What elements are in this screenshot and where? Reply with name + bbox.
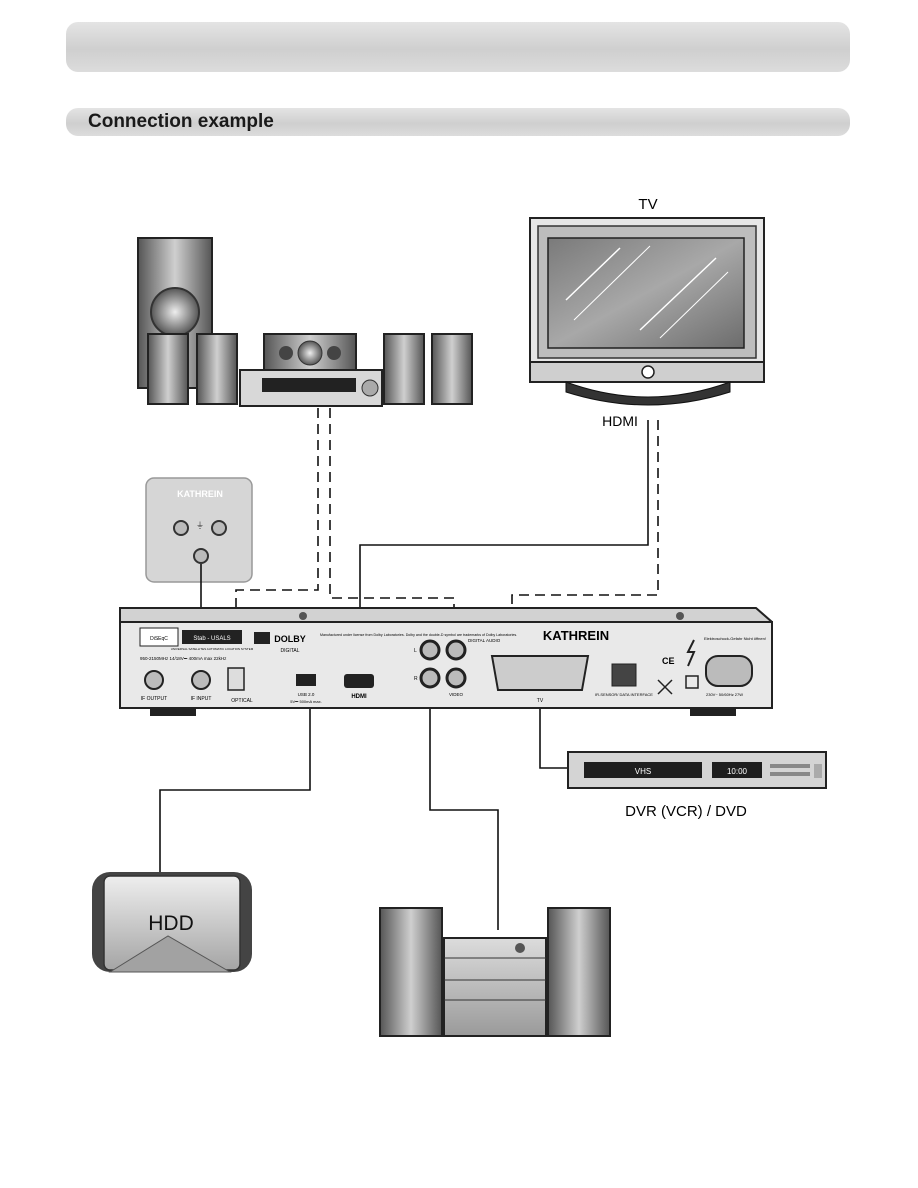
satellite-receiver <box>119 607 773 716</box>
hdd <box>92 872 252 973</box>
stereo-system <box>379 907 611 1037</box>
lightning-icon <box>686 639 696 667</box>
subwoofer-cone <box>150 287 200 337</box>
dvr-vcr-dvd <box>567 751 827 789</box>
digital-audio-port <box>445 639 467 661</box>
warning-label: Elektroschock-Gefahr Nicht öffnen! <box>704 636 766 641</box>
home-cinema-system <box>137 237 473 407</box>
audio-r-port <box>419 667 441 689</box>
usals-badge <box>182 630 242 644</box>
video-port <box>445 667 467 689</box>
video-label: VIDEO <box>449 692 464 697</box>
scart-vcr-cable <box>539 700 568 769</box>
optical-label: OPTICAL <box>231 698 253 704</box>
scart-port <box>490 655 590 691</box>
dvr-label: DVR (VCR) / DVD <box>625 803 747 820</box>
speaker-left-rear <box>196 333 238 405</box>
diseqc-text: DiSEqC <box>150 636 168 642</box>
stereo-speaker-right <box>547 907 611 1037</box>
if-output-label: IF OUTPUT <box>141 696 167 702</box>
audio-l-port <box>419 639 441 661</box>
usb-label: USB 2.0 <box>298 692 315 697</box>
audio-l-label: L <box>414 648 417 654</box>
hdmi-label: HDMI <box>602 413 638 429</box>
tv-screen <box>547 237 745 349</box>
dolby-logo <box>254 632 270 644</box>
tv-stand <box>565 381 731 406</box>
wall-socket-brand: KATHREIN <box>177 489 223 499</box>
power-socket <box>705 655 753 687</box>
usb-cable <box>159 692 311 872</box>
digital-audio-label: DIGITAL AUDIO <box>468 638 501 643</box>
header-bar <box>66 22 850 72</box>
hdmi-port <box>344 674 374 688</box>
power-label: 230V~ 50/60Hz 27W <box>706 692 743 697</box>
section-title: Connection example <box>88 111 274 132</box>
usals-text: Stab - USALS <box>193 636 230 642</box>
double-insulation-icon <box>685 675 699 689</box>
optical-port <box>227 667 245 691</box>
dolby-note: Manufactured under license from Dolby La… <box>320 633 517 637</box>
scart-tv-cable <box>511 420 659 656</box>
audio-cable <box>429 668 499 930</box>
usb-port <box>296 674 316 686</box>
tv-label: TV <box>638 196 657 213</box>
if-spec: 950-2150MHz 14/18V⎓ 400mA max 22kHz <box>140 656 227 661</box>
diseqc-logo <box>139 627 179 647</box>
if-output-port <box>144 670 164 690</box>
dolby-text: DOLBY <box>274 634 306 644</box>
vhs-text: VHS <box>635 767 651 776</box>
svg-text:⏚: ⏚ <box>196 521 204 530</box>
section-bar <box>66 108 850 136</box>
power-icon <box>641 365 655 379</box>
clock-display <box>712 762 762 778</box>
stereo-speaker-left <box>379 907 443 1037</box>
if-input-port <box>191 670 211 690</box>
antenna-wall-socket: ⏚ <box>145 477 253 583</box>
if-input-label: IF INPUT <box>191 696 212 702</box>
dolby-subtext: DIGITAL <box>280 648 299 654</box>
speaker-right-rear <box>431 333 473 405</box>
usb-spec: 5V⎓ 500mA max. <box>290 699 321 704</box>
audio-r-label: R <box>414 676 418 682</box>
tv-port-label: TV <box>537 698 544 704</box>
stereo-rack <box>443 937 547 1037</box>
television <box>529 217 765 406</box>
weee-bin-icon <box>657 679 673 695</box>
vhs-display <box>584 762 702 778</box>
clock-text: 10:00 <box>727 767 748 776</box>
ir-sensor-label: IR-SENSOR/ DATA INTERFACE <box>595 692 653 697</box>
receiver-brand: KATHREIN <box>543 628 609 643</box>
hdmi-port-label: HDMI <box>351 694 367 700</box>
speaker-left-front <box>147 333 189 405</box>
hdd-label: HDD <box>148 912 194 935</box>
ce-mark: CE <box>662 656 675 666</box>
speaker-right-front <box>383 333 425 405</box>
usals-subtext: UNIVERSAL SATELLITES AUTOMATIC LOCATION … <box>171 647 254 651</box>
ir-sensor-port <box>611 663 637 687</box>
